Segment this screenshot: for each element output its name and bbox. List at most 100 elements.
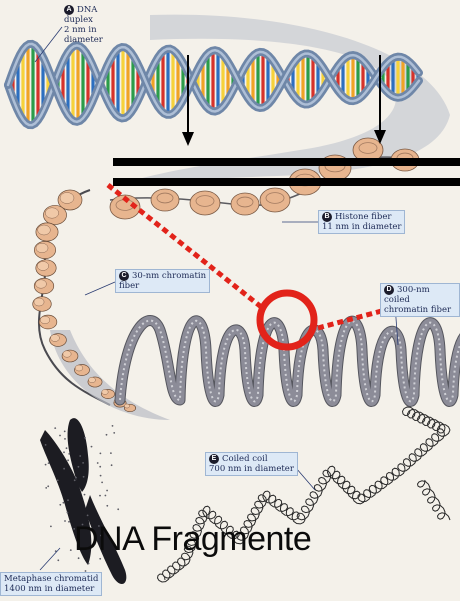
label-a-badge: A xyxy=(64,5,74,15)
chromatid-texture xyxy=(63,468,65,470)
coil-segment xyxy=(398,429,450,472)
chromatid-texture xyxy=(101,482,103,484)
chromatid-texture xyxy=(84,437,86,439)
caption-text: DNA Fragmente xyxy=(74,520,311,559)
fiber-bead-inner xyxy=(36,280,47,289)
label-f-line1: Metaphase chromatid xyxy=(4,574,98,584)
fiber-bead-inner xyxy=(75,365,83,371)
chromatid-texture xyxy=(74,479,76,481)
chromatid-texture xyxy=(100,475,102,477)
chromatid-texture xyxy=(99,466,101,468)
nucleosome xyxy=(231,193,259,215)
chromatid-texture xyxy=(54,427,56,429)
black-bar-bottom xyxy=(113,178,460,186)
chromatid-texture xyxy=(45,464,47,466)
chromatid-texture xyxy=(88,563,90,565)
chromatid-texture xyxy=(97,462,99,464)
label-e-line1: Coiled coil xyxy=(222,454,268,464)
chromatid-texture xyxy=(63,502,65,504)
label-dna-duplex: ADNA duplex 2 nm in diameter xyxy=(64,5,103,45)
black-bar-top xyxy=(113,158,460,166)
coil-segment xyxy=(158,558,191,582)
chromatid-texture xyxy=(68,453,70,455)
chromatid-texture xyxy=(84,494,86,496)
label-metaphase-chromatid: Metaphase chromatid 1400 nm in diameter xyxy=(0,572,102,596)
chromatid-texture xyxy=(64,431,66,433)
chromatid-texture xyxy=(106,505,108,507)
fiber-bead-inner xyxy=(36,243,48,253)
fiber-bead-inner xyxy=(40,316,50,324)
coil-segment xyxy=(358,468,405,502)
chromatid-texture xyxy=(112,425,114,427)
label-c-leader xyxy=(85,282,115,295)
chromatid-texture xyxy=(59,504,61,506)
label-f-line2: 1400 nm in diameter xyxy=(4,584,94,594)
chromatid-texture xyxy=(106,490,108,492)
label-coiled-coil: ECoiled coil 700 nm in diameter xyxy=(205,452,298,476)
chromatid-texture xyxy=(87,515,89,517)
chromatid-texture xyxy=(105,495,107,497)
chromatid-texture xyxy=(75,477,77,479)
label-histone-fiber: BHistone fiber 11 nm in diameter xyxy=(318,210,405,234)
fiber-bead-inner xyxy=(124,404,129,408)
chromatid-texture xyxy=(100,453,102,455)
chromatid-texture xyxy=(113,432,115,434)
label-b-line2: 11 nm in diameter xyxy=(322,222,401,232)
chromatid-texture xyxy=(117,508,119,510)
label-a-line4: diameter xyxy=(64,35,103,45)
coil-segment xyxy=(297,470,335,520)
label-a-line1: DNA xyxy=(77,5,97,15)
chromatid-texture xyxy=(91,446,93,448)
label-f-leader xyxy=(40,548,60,570)
coiled-chromatin-300nm xyxy=(120,321,460,408)
chromatid-texture xyxy=(57,479,59,481)
label-e-badge: E xyxy=(209,454,219,464)
chromatid-texture xyxy=(70,549,72,551)
chromatid-texture xyxy=(83,476,85,478)
chromatid-texture xyxy=(64,438,66,440)
chromatid-texture xyxy=(82,462,84,464)
chromatid-texture xyxy=(79,455,81,457)
label-c-line2: fiber xyxy=(119,281,139,291)
label-b-badge: B xyxy=(322,212,332,222)
coil-segment xyxy=(328,466,366,504)
chromatid-texture xyxy=(45,487,47,489)
chromatid-texture xyxy=(48,462,50,464)
coil-segment xyxy=(403,407,451,433)
chromatid-texture xyxy=(110,452,112,454)
fiber-bead-inner xyxy=(37,261,48,270)
chromatid-texture xyxy=(47,485,49,487)
chromatid-texture xyxy=(64,520,66,522)
fiber-bead-inner xyxy=(45,208,58,219)
chromatid-texture xyxy=(67,512,69,514)
chromatid-texture xyxy=(111,464,113,466)
label-a-line2: duplex xyxy=(64,15,93,25)
fiber-bead-inner xyxy=(88,377,95,383)
chromatid-texture xyxy=(63,451,65,453)
fiber-bead-inner xyxy=(60,193,74,204)
fiber-bead-inner xyxy=(102,389,108,394)
chromatid-texture xyxy=(67,499,69,501)
chromatid-texture xyxy=(66,447,68,449)
chromatid-texture xyxy=(59,435,61,437)
fiber-bead-inner xyxy=(51,334,60,341)
nucleosome xyxy=(151,189,179,211)
label-e-leader xyxy=(296,468,315,490)
chromatid-texture xyxy=(50,526,52,528)
label-30nm-fiber: C30-nm chromatin fiber xyxy=(115,269,210,293)
fiber-sweep xyxy=(50,330,170,420)
label-c-line1: 30-nm chromatin xyxy=(132,271,206,281)
chromatid-texture xyxy=(67,459,69,461)
metaphase-chromatid xyxy=(40,418,126,584)
fiber-bead-inner xyxy=(38,225,51,235)
label-b-line1: Histone fiber xyxy=(335,212,391,222)
fiber-bead-inner xyxy=(63,351,71,358)
chromatid-texture xyxy=(57,559,59,561)
fiber-bead-inner xyxy=(34,298,44,306)
label-e-line2: 700 nm in diameter xyxy=(209,464,294,474)
chromatid-texture xyxy=(106,434,108,436)
label-300nm-coiled: D300-nm coiled chromatin fiber xyxy=(380,283,460,317)
nucleosome xyxy=(260,188,290,212)
label-d-line2: chromatin fiber xyxy=(384,305,451,315)
